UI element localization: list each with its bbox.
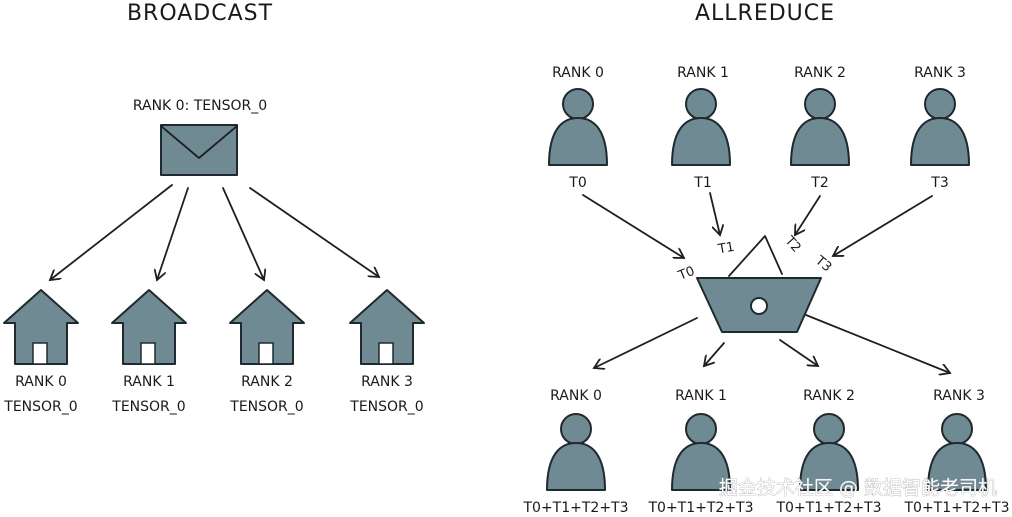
allreduce-arrow-in-3 bbox=[833, 195, 933, 256]
person-icon-input-rank-3 bbox=[910, 88, 970, 166]
allreduce-arrow-in-2 bbox=[795, 195, 821, 235]
broadcast-receiver-tensor-1: TENSOR_0 bbox=[111, 399, 185, 415]
allreduce-arrow-out-3 bbox=[805, 314, 950, 373]
allreduce-arrow-out-0 bbox=[594, 317, 698, 368]
broadcast-arrow-rank-2 bbox=[222, 187, 264, 280]
broadcast-receiver-rank-0: RANK 0 bbox=[15, 374, 67, 390]
broadcast-receiver-rank-1: RANK 1 bbox=[123, 374, 175, 390]
house-icon-rank-2 bbox=[229, 289, 305, 365]
person-icon-input-rank-2 bbox=[790, 88, 850, 166]
broadcast-arrow-rank-3 bbox=[249, 187, 379, 277]
allreduce-edge-label-0: T0 bbox=[675, 264, 697, 284]
reduce-bowl-icon bbox=[696, 235, 822, 333]
allreduce-output-rank-0: RANK 0 bbox=[550, 388, 602, 404]
envelope-icon bbox=[160, 124, 238, 176]
allreduce-output-result-0: T0+T1+T2+T3 bbox=[522, 500, 628, 516]
allreduce-output-rank-2: RANK 2 bbox=[803, 388, 855, 404]
person-icon-output-rank-0 bbox=[546, 413, 606, 491]
broadcast-arrow-rank-1 bbox=[157, 187, 189, 280]
allreduce-arrow-in-1 bbox=[709, 192, 720, 235]
broadcast-source-label: RANK 0: TENSOR_0 bbox=[133, 98, 267, 114]
broadcast-receiver-tensor-3: TENSOR_0 bbox=[349, 399, 423, 415]
broadcast-receiver-rank-2: RANK 2 bbox=[241, 374, 293, 390]
allreduce-edge-label-1: T1 bbox=[716, 240, 736, 258]
person-icon-output-rank-3 bbox=[927, 413, 987, 491]
house-icon-rank-1 bbox=[111, 289, 187, 365]
house-icon-rank-0 bbox=[3, 289, 79, 365]
allreduce-arrow-out-1 bbox=[704, 342, 725, 366]
allreduce-output-result-1: T0+T1+T2+T3 bbox=[647, 500, 753, 516]
broadcast-receiver-tensor-2: TENSOR_0 bbox=[229, 399, 303, 415]
allreduce-input-tensor-0: T0 bbox=[568, 175, 586, 191]
broadcast-arrows bbox=[50, 184, 379, 280]
allreduce-input-tensor-1: T1 bbox=[693, 175, 711, 191]
allreduce-input-tensor-3: T3 bbox=[930, 175, 948, 191]
person-icon-input-rank-1 bbox=[671, 88, 731, 166]
person-icon-output-rank-1 bbox=[671, 413, 731, 491]
allreduce-input-rank-1: RANK 1 bbox=[677, 65, 729, 81]
person-icon-output-rank-2 bbox=[799, 413, 859, 491]
allreduce-edge-label-3: T3 bbox=[811, 253, 834, 276]
allreduce-output-rank-3: RANK 3 bbox=[933, 388, 985, 404]
broadcast-receiver-rank-3: RANK 3 bbox=[361, 374, 413, 390]
allreduce-input-rank-2: RANK 2 bbox=[794, 65, 846, 81]
allreduce-input-rank-3: RANK 3 bbox=[914, 65, 966, 81]
allreduce-arrow-in-0 bbox=[582, 194, 684, 258]
broadcast-title: BROADCAST bbox=[127, 1, 273, 26]
allreduce-title: ALLREDUCE bbox=[695, 1, 835, 26]
allreduce-output-result-2: T0+T1+T2+T3 bbox=[775, 500, 881, 516]
watermark-text: 掘金技术社区 @ 数据智能老司机 bbox=[719, 477, 997, 499]
broadcast-arrow-rank-0 bbox=[50, 184, 173, 280]
allreduce-input-tensor-2: T2 bbox=[810, 175, 828, 191]
broadcast-receiver-tensor-0: TENSOR_0 bbox=[3, 399, 77, 415]
allreduce-edge-label-2: T2 bbox=[781, 233, 804, 256]
allreduce-input-arrows bbox=[582, 192, 933, 258]
house-icon-rank-3 bbox=[349, 289, 425, 365]
person-icon-input-rank-0 bbox=[548, 88, 608, 166]
allreduce-arrow-out-2 bbox=[779, 339, 818, 366]
allreduce-output-rank-1: RANK 1 bbox=[675, 388, 727, 404]
allreduce-input-rank-0: RANK 0 bbox=[552, 65, 604, 81]
allreduce-output-result-3: T0+T1+T2+T3 bbox=[903, 500, 1009, 516]
allreduce-output-arrows bbox=[594, 314, 950, 373]
